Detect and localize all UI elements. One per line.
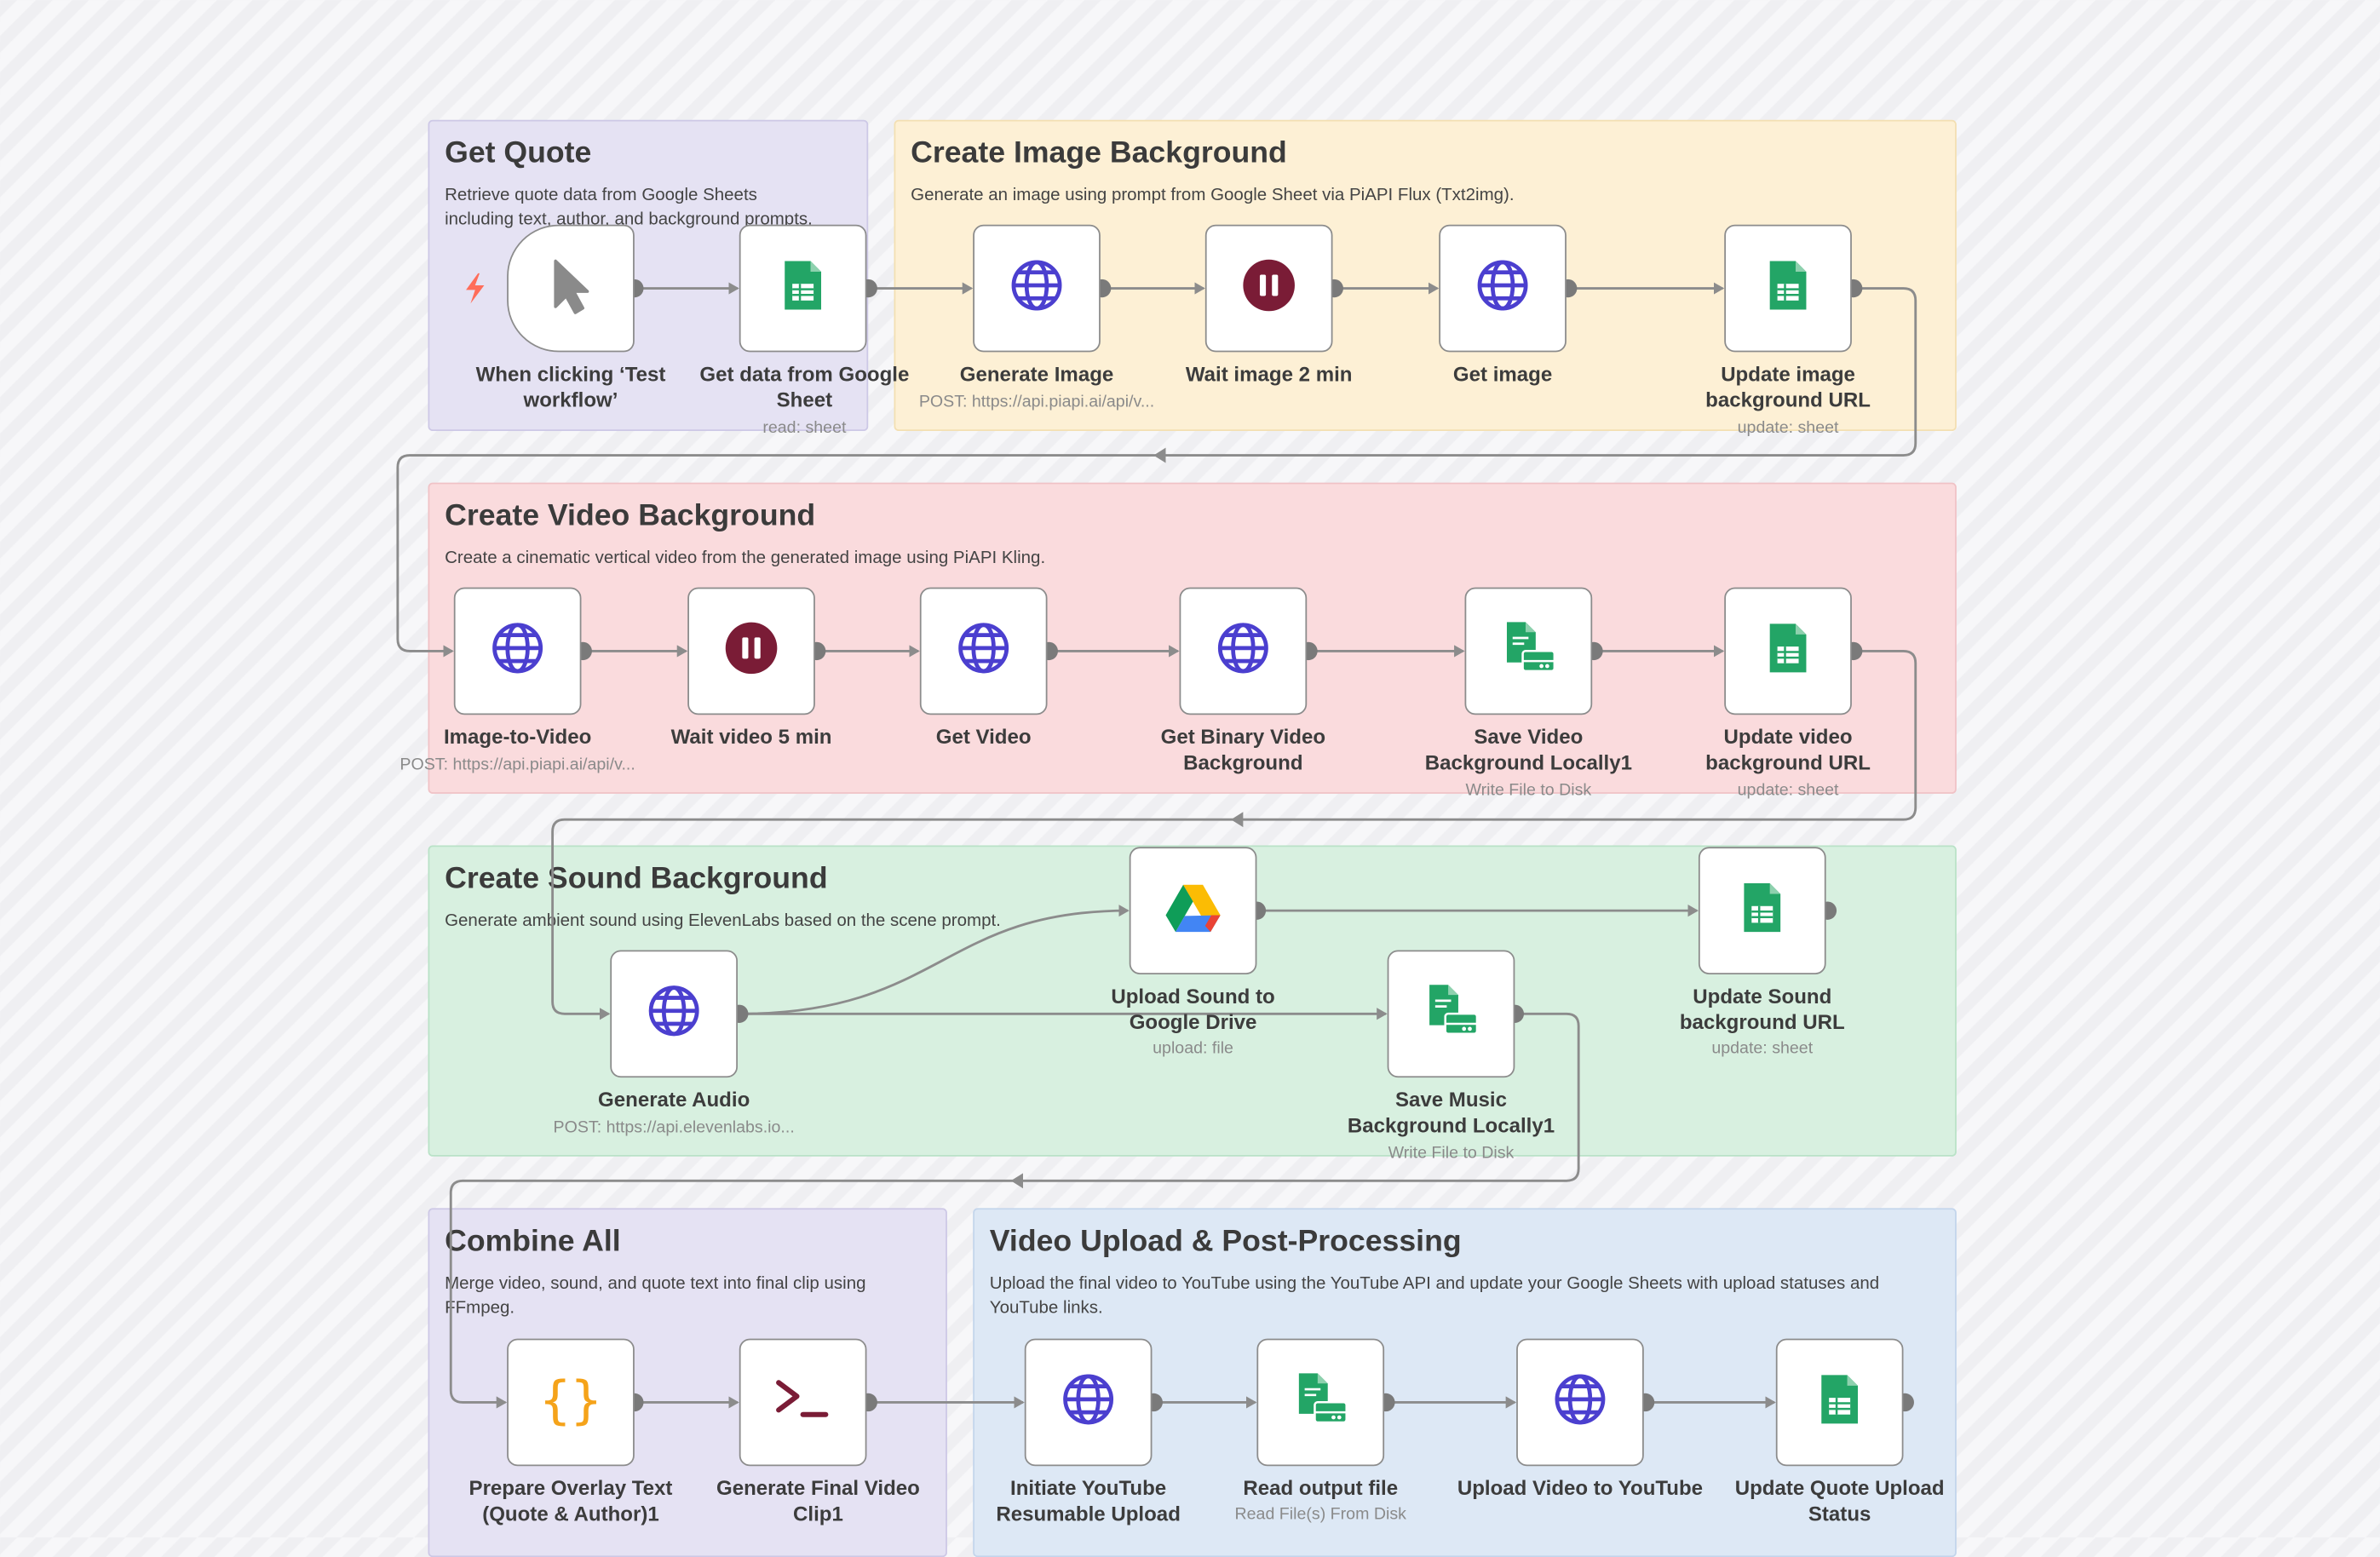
node-generate-image[interactable] <box>973 224 1101 353</box>
node-label: Get image <box>1452 362 1553 386</box>
node-update-image-background-url[interactable] <box>1724 224 1852 353</box>
file-disk-icon <box>1423 981 1480 1047</box>
globe-icon <box>1215 618 1273 684</box>
node-prepare-overlay-text[interactable]: {} <box>507 1338 635 1467</box>
globe-icon <box>1008 256 1066 321</box>
node-label: Save Music Background Locally1 <box>1347 1088 1555 1137</box>
node-generate-audio[interactable] <box>610 950 738 1078</box>
node-label: When clicking ‘Test workflow’ <box>475 362 666 411</box>
node-update-quote-upload-status[interactable] <box>1775 1338 1904 1467</box>
node-get-image[interactable] <box>1439 224 1567 353</box>
node-label: Generate Image <box>959 362 1114 386</box>
pause-icon <box>1242 257 1296 319</box>
node-wait-image[interactable] <box>1204 224 1333 353</box>
node-label: Image-to-Video <box>443 725 592 749</box>
node-upload-video-youtube[interactable] <box>1516 1338 1644 1467</box>
globe-icon <box>489 618 547 684</box>
node-label: Initiate YouTube Resumable Upload <box>996 1476 1181 1525</box>
node-subtitle: Write File to Disk <box>1388 1144 1515 1163</box>
node-label: Prepare Overlay Text (Quote & Author)1 <box>469 1476 673 1525</box>
node-subtitle: read: sheet <box>762 418 847 438</box>
globe-icon <box>1060 1370 1118 1435</box>
node-label: Upload Sound to Google Drive <box>1111 985 1275 1034</box>
node-label: Get data from Google Sheet <box>699 362 910 411</box>
google-sheets-icon <box>1767 257 1809 319</box>
terminal-icon <box>773 1373 833 1432</box>
node-label: Upload Video to YouTube <box>1457 1476 1704 1500</box>
node-label: Update image background URL <box>1705 362 1871 411</box>
pause-icon <box>724 620 779 682</box>
sticky-description: Upload the final video to YouTube using … <box>989 1274 1880 1318</box>
google-drive-icon <box>1164 881 1222 939</box>
node-label: Generate Final Video Clip1 <box>716 1476 920 1525</box>
node-update-sound-background-url[interactable] <box>1698 847 1826 974</box>
node-label: Read output file <box>1243 1476 1399 1500</box>
globe-icon <box>1474 256 1532 321</box>
node-get-video[interactable] <box>919 587 1048 715</box>
sticky-title: Combine All <box>445 1224 621 1259</box>
node-label: Update Sound background URL <box>1679 985 1845 1034</box>
node-label: Get Video <box>935 725 1032 749</box>
node-update-video-background-url[interactable] <box>1724 587 1852 715</box>
sticky-title: Video Upload & Post-Processing <box>989 1224 1462 1259</box>
node-subtitle: upload: file <box>1153 1039 1233 1058</box>
node-subtitle: update: sheet <box>1711 1039 1814 1058</box>
sticky-title: Create Video Background <box>445 499 816 533</box>
node-subtitle: update: sheet <box>1737 781 1839 801</box>
node-label: Wait video 5 min <box>670 725 832 749</box>
node-upload-sound-google-drive[interactable] <box>1129 847 1257 974</box>
globe-icon <box>1551 1370 1609 1435</box>
midpoint-arrow <box>1010 1173 1023 1189</box>
sticky-description: Retrieve quote data from Google Sheets i… <box>445 187 813 230</box>
node-label: Get Binary Video Background <box>1160 725 1326 774</box>
node-save-music-background[interactable] <box>1387 950 1515 1078</box>
node-wait-video[interactable] <box>687 587 815 715</box>
node-subtitle: Read File(s) From Disk <box>1234 1505 1406 1525</box>
trigger-bolt-icon <box>466 273 485 304</box>
node-initiate-youtube-upload[interactable] <box>1024 1338 1153 1467</box>
node-generate-final-video[interactable] <box>739 1338 867 1467</box>
node-label: Wait image 2 min <box>1185 362 1353 386</box>
node-subtitle: POST: https://api.piapi.ai/api/v... <box>400 756 635 774</box>
sticky-description: Create a cinematic vertical video from t… <box>445 549 1046 568</box>
google-sheets-icon <box>782 257 825 319</box>
globe-icon <box>645 981 703 1047</box>
google-sheets-icon <box>1741 880 1784 942</box>
google-sheets-icon <box>1767 620 1809 682</box>
node-get-data-google-sheet[interactable] <box>739 224 867 353</box>
cursor-icon <box>546 254 595 322</box>
node-get-binary-video-background[interactable] <box>1179 587 1308 715</box>
file-disk-icon <box>1291 1370 1349 1435</box>
node-subtitle: POST: https://api.piapi.ai/api/v... <box>918 393 1155 411</box>
sticky-description: Merge video, sound, and quote text into … <box>445 1274 866 1318</box>
globe-icon <box>955 618 1013 684</box>
node-label: Generate Audio <box>598 1088 750 1112</box>
connection-line <box>739 905 1130 1015</box>
node-manual-trigger[interactable] <box>507 224 635 353</box>
midpoint-arrow <box>1231 812 1244 828</box>
node-subtitle: Write File to Disk <box>1465 781 1592 801</box>
node-subtitle: POST: https://api.elevenlabs.io... <box>553 1118 795 1137</box>
midpoint-arrow <box>1153 447 1166 463</box>
node-save-video-background[interactable] <box>1464 587 1593 715</box>
node-label: Update Quote Upload Status <box>1734 1476 1945 1525</box>
sticky-description: Generate ambient sound using ElevenLabs … <box>445 911 1001 931</box>
sticky-title: Get Quote <box>445 136 592 170</box>
node-read-output-file[interactable] <box>1256 1338 1385 1467</box>
node-label: Save Video Background Locally1 <box>1424 725 1633 774</box>
sticky-description: Generate an image using prompt from Goog… <box>911 187 1515 205</box>
sticky-title: Create Sound Background <box>445 862 828 896</box>
svg-text:{}: {} <box>540 1370 601 1428</box>
code-braces-icon: {} <box>540 1368 602 1436</box>
node-image-to-video[interactable] <box>453 587 582 715</box>
sticky-title: Create Image Background <box>911 136 1287 170</box>
google-sheets-icon <box>1819 1371 1861 1433</box>
node-subtitle: update: sheet <box>1737 418 1839 438</box>
file-disk-icon <box>1500 618 1558 684</box>
node-label: Update video background URL <box>1705 725 1871 774</box>
